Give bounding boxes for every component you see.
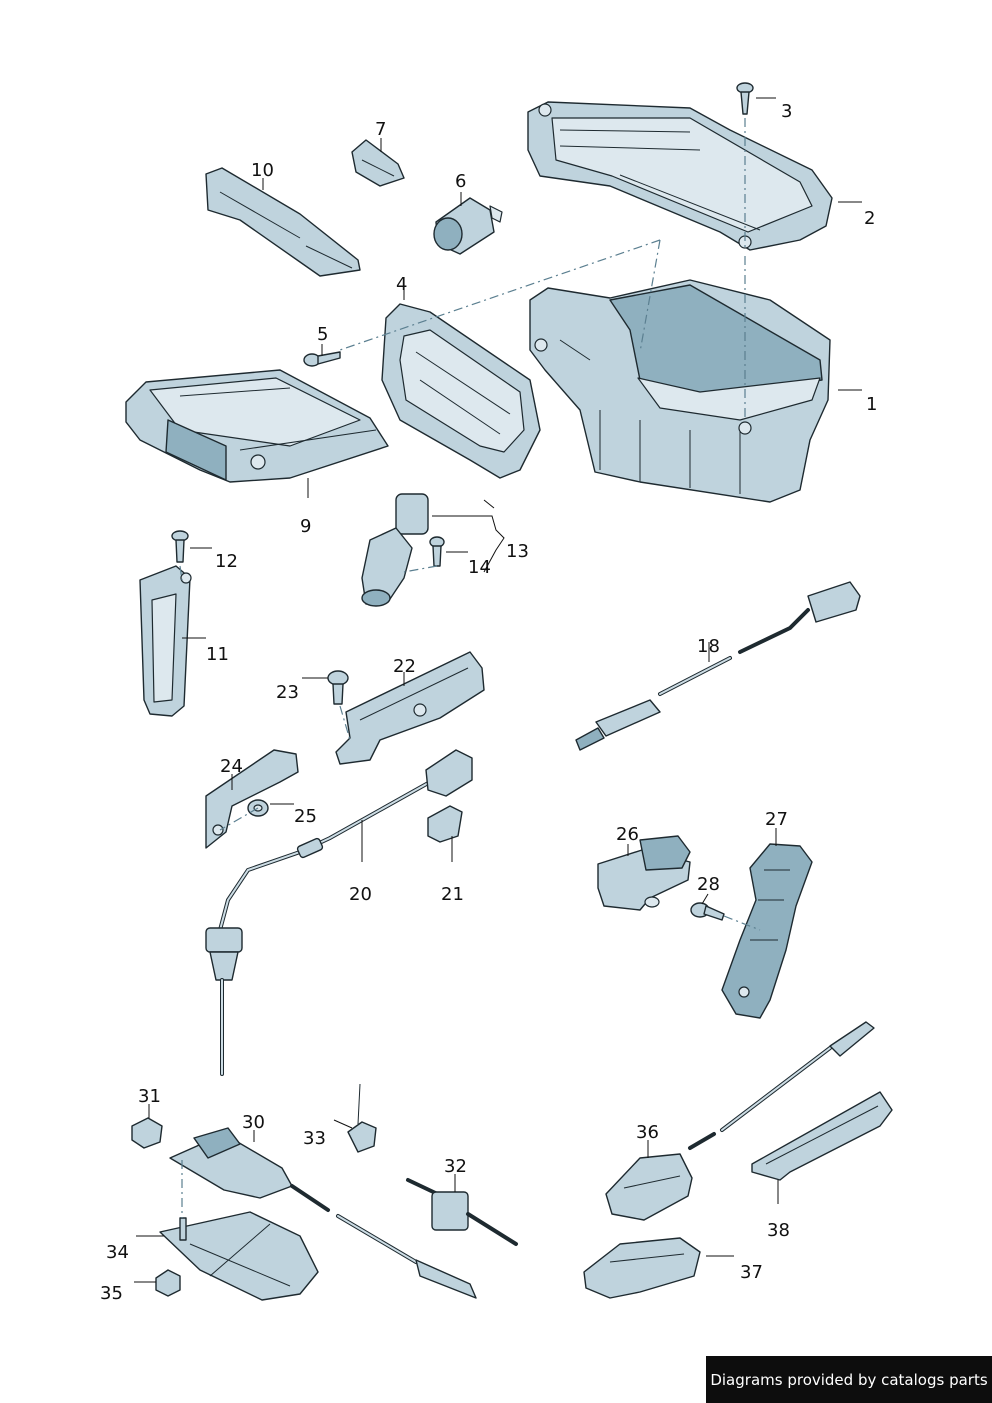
callout-28: 28 (697, 874, 720, 895)
part-27-bracket (721, 843, 813, 1019)
callout-37: 37 (740, 1262, 763, 1283)
callout-2: 2 (864, 208, 875, 229)
assembly-lines (179, 118, 761, 1218)
callout-12: 12 (215, 551, 238, 572)
part-22-bracket (335, 651, 485, 765)
part-11-sensor (139, 565, 192, 717)
callout-24: 24 (220, 756, 243, 777)
part-36-nox-sensor (605, 1021, 875, 1221)
callout-labels: 1 2 3 4 5 6 7 9 10 11 12 13 14 18 20 21 … (100, 101, 877, 1304)
callout-7: 7 (375, 119, 386, 140)
part-6-relay (433, 197, 503, 255)
callout-33: 33 (303, 1128, 326, 1149)
callout-32: 32 (444, 1156, 467, 1177)
credit-text: Diagrams provided by catalogs parts (710, 1370, 988, 1389)
callout-23: 23 (276, 682, 299, 703)
callout-38: 38 (767, 1220, 790, 1241)
callout-6: 6 (455, 171, 466, 192)
callout-34: 34 (106, 1242, 129, 1263)
part-38-bracket (751, 1091, 893, 1181)
part-26-pressure-sensor (597, 835, 691, 911)
part-21-clip (427, 805, 463, 843)
callout-27: 27 (765, 809, 788, 830)
part-4-frame (381, 303, 541, 479)
part-18-lambda-sensor (575, 581, 861, 751)
callout-9: 9 (300, 516, 311, 537)
part-3-screw (736, 82, 754, 115)
callout-11: 11 (206, 644, 229, 665)
part-20-temperature-sensor (205, 749, 473, 1076)
part-12-screw (171, 530, 189, 563)
callout-3: 3 (781, 101, 792, 122)
part-14-screw (429, 536, 445, 567)
callout-5: 5 (317, 324, 328, 345)
callout-13: 13 (506, 541, 529, 562)
callout-14: 14 (468, 557, 491, 578)
callout-26: 26 (616, 824, 639, 845)
part-7-bracket (351, 139, 405, 187)
part-23-screw (327, 670, 349, 705)
part-28-screw (690, 902, 725, 921)
part-31-nut (131, 1117, 163, 1149)
callout-22: 22 (393, 656, 416, 677)
part-5-screw (303, 351, 341, 367)
callout-10: 10 (251, 160, 274, 181)
callout-1: 1 (866, 394, 877, 415)
callout-18: 18 (697, 636, 720, 657)
part-32-harness-connector (406, 1178, 518, 1246)
callout-4: 4 (396, 274, 407, 295)
part-35-nut (155, 1269, 181, 1297)
leader-lines (134, 97, 862, 1283)
part-24-bracket (205, 749, 299, 849)
part-30-sensor-unit (169, 1127, 477, 1299)
part-33-clip (347, 1083, 377, 1153)
callout-35: 35 (100, 1283, 123, 1304)
part-10-bracket (205, 167, 361, 277)
part-25-nut (247, 799, 269, 817)
credit-banner: Diagrams provided by catalogs parts (706, 1356, 992, 1403)
callout-25: 25 (294, 806, 317, 827)
callout-30: 30 (242, 1112, 265, 1133)
part-2-housing-cover (527, 101, 833, 251)
callout-21: 21 (441, 884, 464, 905)
part-37-mounting-plate (583, 1237, 701, 1299)
callout-20: 20 (349, 884, 372, 905)
callout-36: 36 (636, 1122, 659, 1143)
part-9-control-unit (125, 369, 389, 483)
part-34-heat-shield (159, 1211, 319, 1301)
callout-31: 31 (138, 1086, 161, 1107)
part-1-housing-lower (529, 279, 831, 503)
part-13-sensor (361, 493, 429, 607)
